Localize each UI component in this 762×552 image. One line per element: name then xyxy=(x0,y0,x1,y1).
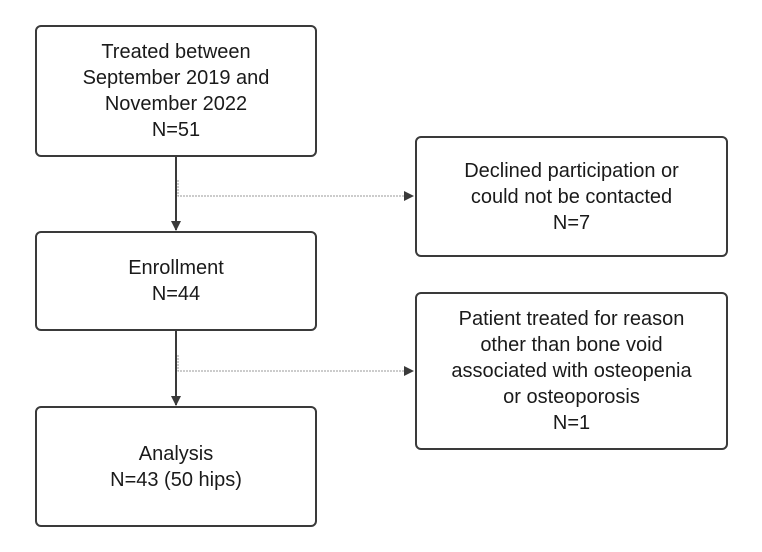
treated-count: N=51 xyxy=(151,119,201,141)
box-declined: Declined participation or could not be c… xyxy=(415,136,728,257)
box-enrollment: Enrollment N=44 xyxy=(35,231,317,331)
box-analysis: Analysis N=43 (50 hips) xyxy=(35,406,317,527)
treated-line-2: September 2019 and xyxy=(82,67,270,89)
box-excluded: Patient treated for reason other than bo… xyxy=(415,292,728,450)
treated-line-1: Treated between xyxy=(101,41,251,63)
box-treated: Treated between September 2019 and Novem… xyxy=(35,25,317,157)
declined-line-2: could not be contacted xyxy=(470,185,673,208)
analysis-label: Analysis xyxy=(138,442,214,465)
analysis-count: N=43 (50 hips) xyxy=(110,468,242,491)
excluded-count: N=1 xyxy=(552,412,591,434)
excluded-line-2: other than bone void xyxy=(480,334,663,356)
treated-line-3: November 2022 xyxy=(104,93,248,115)
connector-to-declined xyxy=(177,180,414,201)
excluded-line-4: or osteoporosis xyxy=(503,386,640,408)
enrollment-label: Enrollment xyxy=(128,257,224,279)
declined-count: N=7 xyxy=(552,211,591,234)
excluded-line-3: associated with osteopenia xyxy=(451,360,692,382)
connector-to-excluded xyxy=(177,355,414,376)
declined-line-1: Declined participation or xyxy=(464,159,679,182)
enrollment-count: N=44 xyxy=(151,283,201,305)
excluded-line-1: Patient treated for reason xyxy=(458,308,685,330)
